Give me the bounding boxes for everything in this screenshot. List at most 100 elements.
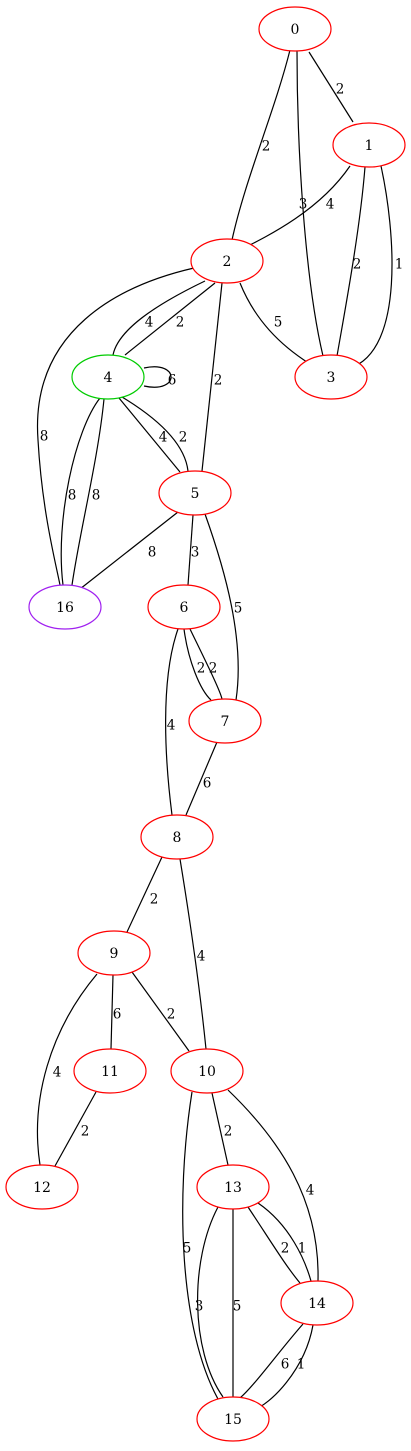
node-ellipse: [73, 1048, 147, 1094]
edge-9-11: [110, 974, 114, 1050]
edge-0-2: [231, 49, 291, 241]
edge-weight-label: 6: [203, 776, 212, 792]
edge-weight-label: 6: [168, 373, 177, 389]
graph-node-10: 10: [170, 1048, 244, 1094]
node-ellipse: [140, 814, 214, 860]
edge-2-3: [239, 282, 311, 365]
graph-node-3: 3: [294, 354, 368, 400]
edge-5-16: [79, 511, 179, 590]
graph-node-1: 1: [332, 122, 406, 168]
node-ellipse: [77, 930, 151, 976]
graph-node-7: 7: [188, 698, 262, 744]
node-ellipse: [190, 238, 264, 284]
node-label: 0: [291, 22, 300, 38]
edge-weight-label: 2: [197, 661, 206, 677]
node-ellipse: [196, 1164, 270, 1210]
graph-node-14: 14: [280, 1280, 354, 1326]
edge-6-7: [183, 628, 212, 701]
edge-weight-label: 4: [306, 1183, 315, 1199]
edge-weight-label: 4: [326, 197, 335, 213]
graph-node-5: 5: [158, 470, 232, 516]
edge-weight-label: 2: [167, 1007, 176, 1023]
node-label: 3: [327, 370, 336, 386]
edge-13-14: [257, 1202, 312, 1282]
graph-node-13: 13: [196, 1164, 270, 1210]
edge-2-16: [36, 267, 195, 586]
edge-2-4: [112, 280, 206, 356]
edge-weight-label: 8: [148, 545, 157, 561]
edge-0-1: [308, 51, 354, 123]
edge-0-3: [296, 50, 324, 357]
edge-weight-label: 8: [40, 429, 49, 445]
edge-5-6: [187, 514, 194, 586]
graph-node-8: 8: [140, 814, 214, 860]
graph-node-9: 9: [77, 930, 151, 976]
node-label: 1: [365, 138, 374, 154]
edge-4-5: [118, 397, 181, 473]
edge-weight-label: 4: [53, 1065, 62, 1081]
edge-weight-label: 5: [183, 1241, 192, 1257]
graph-node-11: 11: [73, 1048, 147, 1094]
node-ellipse: [28, 584, 102, 630]
edge-4-16: [60, 397, 101, 586]
edge-weight-label: 1: [395, 257, 404, 273]
edge-1-3: [349, 165, 393, 369]
edge-weight-label: 5: [234, 601, 243, 617]
edge-8-10: [179, 858, 207, 1050]
node-label: 11: [101, 1064, 119, 1080]
edge-2-4: [124, 282, 216, 356]
edge-weight-label: 4: [145, 315, 154, 331]
node-ellipse: [158, 470, 232, 516]
node-label: 8: [173, 830, 182, 846]
edge-4-5: [121, 396, 189, 472]
edge-weight-label: 4: [159, 430, 168, 446]
edge-weight-label: 6: [113, 1007, 122, 1023]
edge-weight-label: 2: [224, 1124, 233, 1140]
edge-weight-label: 6: [281, 1357, 290, 1373]
node-ellipse: [188, 698, 262, 744]
node-label: 7: [221, 714, 230, 730]
edge-weight-label: 2: [150, 892, 159, 908]
edge-weight-label: 2: [214, 373, 223, 389]
node-ellipse: [5, 1164, 79, 1210]
graph-node-2: 2: [190, 238, 264, 284]
graph-node-0: 0: [258, 6, 332, 52]
edge-weight-label: 8: [92, 488, 101, 504]
edge-7-8: [185, 741, 218, 816]
edge-weight-label: 2: [281, 1241, 290, 1257]
edge-weight-label: 5: [233, 1299, 242, 1315]
edge-weight-label: 2: [262, 139, 271, 155]
edge-weight-label: 4: [167, 718, 176, 734]
edge-weight-label: 3: [191, 545, 200, 561]
edge-2-5: [201, 282, 223, 472]
node-label: 16: [56, 600, 74, 616]
graph-node-16: 16: [28, 584, 102, 630]
node-label: 13: [224, 1180, 242, 1196]
node-label: 12: [33, 1180, 51, 1196]
edge-10-15: [182, 1091, 219, 1400]
edge-weight-label: 3: [195, 1299, 204, 1315]
node-label: 10: [198, 1064, 216, 1080]
edge-weight-label: 1: [297, 1357, 306, 1373]
edge-9-10: [131, 971, 190, 1052]
edge-weight-label: 2: [81, 1124, 90, 1140]
node-label: 5: [191, 486, 200, 502]
edge-1-3: [336, 166, 366, 357]
node-ellipse: [71, 354, 145, 400]
edge-weight-label: 2: [179, 430, 188, 446]
graph-node-4: 4: [71, 354, 145, 400]
edge-6-8: [165, 628, 179, 816]
edge-8-9: [126, 856, 163, 933]
edge-14-15: [239, 1323, 304, 1399]
edge-13-15: [197, 1206, 224, 1398]
edge-weight-label: 1: [298, 1241, 307, 1257]
edge-weight-label: 3: [299, 197, 308, 213]
edge-weight-label: 4: [197, 949, 206, 965]
edge-10-14: [227, 1089, 319, 1282]
edge-weight-label: 8: [68, 488, 77, 504]
node-ellipse: [294, 354, 368, 400]
graph-node-15: 15: [196, 1396, 270, 1442]
node-ellipse: [280, 1280, 354, 1326]
